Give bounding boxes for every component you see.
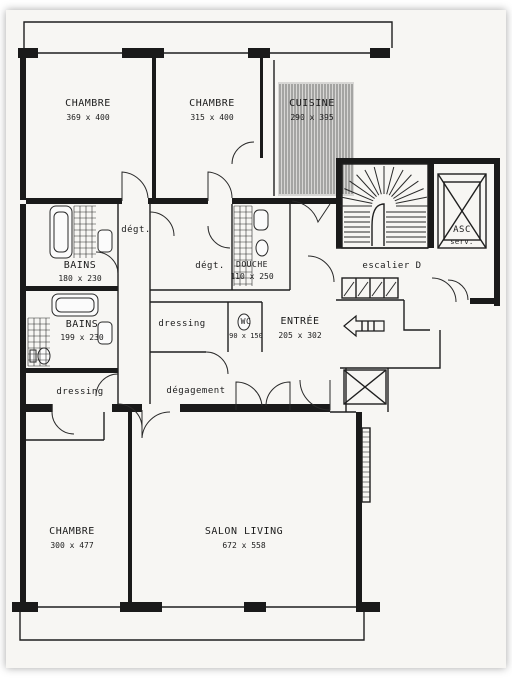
room-name-cuisine: CUISINE [289, 98, 335, 109]
toilet-2 [255, 239, 269, 257]
partitions [26, 204, 441, 441]
staircase [340, 163, 429, 249]
balcony-top [23, 21, 393, 48]
room-name-entree: ENTRÉE [280, 314, 319, 327]
service-elevator [437, 173, 487, 249]
bathtub-2 [51, 293, 99, 317]
sink-1 [97, 229, 113, 253]
room-dims-chambre-2: 315 x 400 [190, 113, 234, 122]
room-name-douche: DOUCHE [236, 260, 268, 269]
room-name-wc: WC [241, 317, 252, 326]
room-dims-bains-1: 180 x 230 [58, 274, 102, 283]
entrance-arrow [343, 314, 385, 338]
label-degagement: dégagement [166, 385, 225, 396]
door-swings [51, 141, 469, 439]
toilet-wc [237, 313, 251, 331]
room-name-chambre-2: CHAMBRE [189, 98, 235, 109]
floor-plan: CHAMBRE 369 x 400 CHAMBRE 315 x 400 CUIS… [12, 21, 500, 641]
room-dims-salon: 672 x 558 [222, 541, 266, 550]
room-dims-chambre-1: 369 x 400 [66, 113, 110, 122]
room-dims-entree: 205 x 302 [278, 331, 322, 340]
room-dims-bains-2: 199 x 230 [60, 333, 104, 342]
room-name-bains-2: BAINS [66, 319, 99, 330]
label-degt-2: dégt. [195, 260, 225, 271]
label-asc: ASC [453, 225, 471, 235]
shower-sink [253, 209, 269, 231]
label-dressing-1: dressing [158, 319, 205, 329]
bathtub-1 [49, 205, 73, 259]
room-dims-cuisine: 290 x 395 [290, 113, 334, 122]
plan-sheet: CHAMBRE 369 x 400 CHAMBRE 315 x 400 CUIS… [6, 10, 506, 668]
room-name-chambre-3: CHAMBRE [49, 526, 95, 537]
balcony-bottom [19, 612, 365, 641]
room-dims-wc: 90 x 150 [229, 332, 263, 340]
room-name-chambre-1: CHAMBRE [65, 98, 111, 109]
walls [12, 48, 500, 612]
label-escalier: escalier D [362, 261, 421, 271]
label-degt-1: dégt. [121, 224, 151, 235]
locker-row [341, 277, 399, 299]
room-dims-douche: 110 x 250 [230, 272, 274, 281]
room-labels: CHAMBRE 369 x 400 CHAMBRE 315 x 400 CUIS… [49, 98, 474, 550]
label-serv: serv. [450, 238, 474, 246]
tile-floors [27, 205, 253, 367]
label-dressing-2: dressing [56, 387, 103, 397]
radiator [361, 427, 371, 503]
room-name-bains-1: BAINS [64, 260, 97, 271]
room-name-salon: SALON LIVING [205, 526, 283, 537]
sink-2 [97, 321, 113, 345]
room-dims-chambre-3: 300 x 477 [50, 541, 94, 550]
